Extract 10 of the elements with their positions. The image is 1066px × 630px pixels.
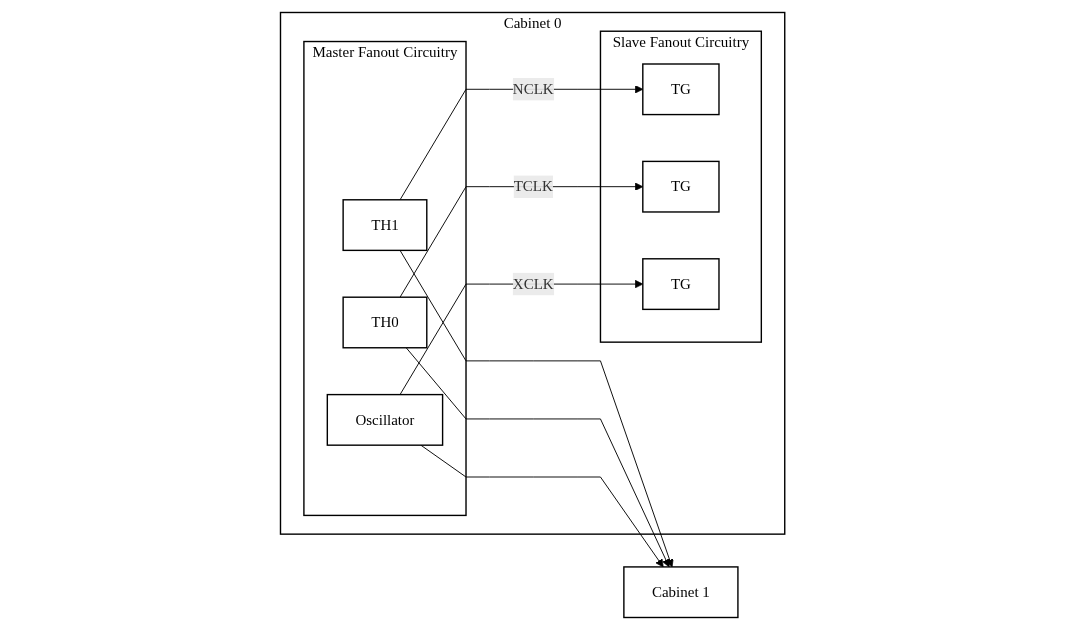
edge-label: NCLK (513, 80, 555, 97)
edge-label: XCLK (513, 275, 555, 292)
node-box: TG (642, 63, 721, 116)
node-box: TG (642, 160, 721, 213)
node-box: TH1 (342, 199, 428, 252)
node-box: Oscillator (327, 393, 444, 446)
node-box: TG (642, 258, 721, 311)
edge-label: TCLK (514, 178, 554, 195)
node-box: Cabinet 1 (623, 566, 739, 619)
node-box: TH0 (342, 296, 428, 349)
